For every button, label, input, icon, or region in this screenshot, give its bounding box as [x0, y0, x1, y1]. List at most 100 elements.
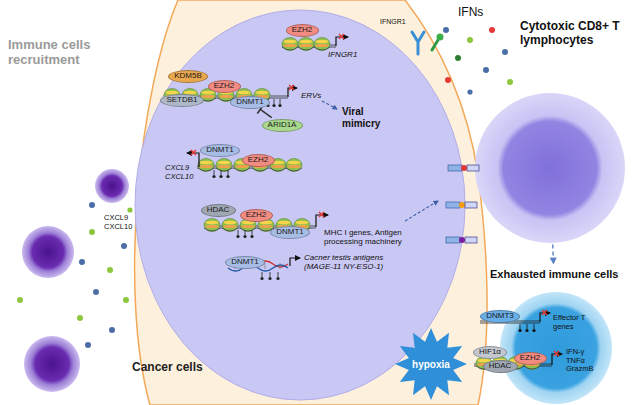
protein-name: KDM5B	[174, 72, 202, 80]
chromatin-mhc-part	[236, 235, 239, 238]
ifngr1-receptor-part	[437, 34, 444, 41]
annotation-text: Viral mimicry	[342, 106, 390, 129]
chromatin-mhc-part	[250, 235, 253, 238]
annotation-text: IFNGR1	[380, 18, 406, 26]
annotation-text: IFNs	[458, 6, 483, 20]
exhausted-chromatin-part	[552, 354, 562, 365]
protein-oval: KDM5B	[168, 70, 208, 83]
chromatin-mhc-part	[238, 230, 252, 235]
annotation-label: MHC I genes, Antigen processing machiner…	[324, 228, 436, 246]
connector-line	[260, 109, 271, 117]
recruited-immune-cells-part	[95, 169, 129, 203]
exhausted-cell-body	[500, 292, 612, 404]
protein-name: DNMT1	[206, 146, 234, 154]
protein-name: EZH2	[214, 82, 234, 90]
exhausted-cell: Exhausted immune cellsDNMT3HIF1αHDACEZH2	[486, 266, 626, 405]
protein-name: EZH2	[520, 354, 540, 362]
interferon-dots-part	[507, 79, 513, 85]
protein-oval: ARID1A	[262, 119, 303, 132]
antigen-presentation-pairs-part	[467, 165, 479, 171]
chemokine-dots-part	[121, 243, 127, 249]
chemokine-dots-part	[93, 289, 99, 295]
annotation-text: Cacner testis antigens (MAGE-11 NY-ESO-1…	[304, 253, 390, 271]
chemokine-dots-part	[85, 342, 91, 348]
interferon-dots-part	[467, 89, 472, 94]
hypoxia-star: hypoxia	[395, 328, 467, 400]
chromatin-cxcl-part	[219, 175, 222, 178]
annotation-label: IFNGR1	[380, 18, 406, 26]
interferon-dots-part	[483, 67, 489, 73]
connector-line	[552, 244, 554, 258]
chromatin-cxcl-part	[191, 150, 196, 155]
protein-oval: DNMT1	[270, 226, 310, 239]
chromatin-ifngr1-part	[339, 34, 344, 39]
chemokine-dots-part	[127, 207, 132, 212]
chromatin-ifngr1-part	[314, 38, 330, 51]
annotation-text: IFNGR1	[328, 50, 357, 59]
protein-oval: DNMT1	[230, 96, 270, 109]
interferon-dots-part	[455, 55, 461, 61]
hypoxia-star-shape	[395, 328, 467, 400]
chromatin-cxcl-part	[286, 159, 302, 172]
recruited-immune-cells-part	[24, 336, 80, 392]
arrow-head	[550, 257, 557, 264]
chromatin-ervs-part	[278, 104, 281, 107]
dna-cancer-testis-part	[276, 277, 279, 280]
ifngr1-receptor-part	[412, 32, 424, 54]
annotation-text: MHC I genes, Antigen processing machiner…	[324, 228, 436, 246]
chemokine-dots-part	[17, 297, 23, 303]
protein-name: DNMT3	[486, 312, 514, 320]
chromatin-mhc-part	[316, 215, 328, 227]
chemokine-dots-part	[89, 202, 95, 208]
exhausted-chromatin-part	[542, 310, 547, 315]
annotation-label: IFNs	[458, 6, 483, 20]
chromatin-ervs-part	[322, 101, 337, 109]
hypoxia-label: hypoxia	[412, 359, 450, 370]
protein-oval: HDAC	[483, 360, 518, 373]
cancer-cell-membrane-part	[135, 0, 487, 405]
protein-oval: HDAC	[201, 204, 236, 217]
interferon-dots-part	[445, 77, 451, 83]
chromatin-ervs-part	[289, 85, 294, 90]
exhausted-chromatin-part	[525, 329, 528, 332]
protein-name: ARID1A	[268, 121, 297, 129]
dna-cancer-testis-part	[260, 277, 263, 280]
chromatin-mhc-part	[243, 235, 246, 238]
chemokine-dots-part	[109, 327, 115, 333]
t-cell: Cytotoxic CD8+ T lymphocytes	[475, 93, 625, 243]
chromatin-mhc	[204, 201, 438, 238]
annotation-label: Effector T genes	[553, 314, 605, 331]
exhausted-chromatin-part	[554, 351, 559, 356]
cell-label: Cancer cells	[132, 360, 203, 374]
cd8-t-cell-body-part	[475, 93, 625, 243]
chemokine-dots-part	[79, 259, 85, 265]
chromatin-mhc-part	[405, 201, 438, 221]
interferon-dots-part	[467, 37, 473, 43]
chromatin-ervs-part	[272, 104, 275, 107]
protein-name: DNMT1	[231, 258, 259, 266]
antigen-presentation-pairs-part	[459, 202, 465, 208]
annotation-label: IFNGR1	[328, 50, 357, 59]
chemokine-dots-part	[123, 297, 129, 303]
annotation-text: Effector T genes	[553, 314, 605, 331]
chromatin-cxcl-part	[198, 159, 214, 172]
chromatin-ifngr1-part	[298, 38, 314, 51]
exhausted-cell-body-part	[500, 292, 612, 404]
interferon-dots-part	[489, 27, 495, 33]
cd8-t-cell-body	[475, 93, 625, 243]
protein-name: DNMT1	[276, 228, 304, 236]
ifngr1-receptor-part	[432, 40, 438, 50]
annotation-label: Cacner testis antigens (MAGE-11 NY-ESO-1…	[304, 253, 390, 271]
protein-name: SETDB1	[166, 96, 197, 104]
recruited-immune-cells	[22, 169, 129, 392]
chromatin-mhc-part	[319, 212, 324, 217]
annotation-label: CXCL9 CXCL10	[104, 214, 136, 231]
protein-oval: DNMT1	[225, 256, 265, 269]
annotation-label: CXCL9 CXCL10	[165, 164, 197, 181]
interferon-dots-part	[502, 49, 508, 55]
chromatin-mhc-part	[222, 219, 238, 232]
chromatin-cxcl-part	[214, 170, 228, 175]
